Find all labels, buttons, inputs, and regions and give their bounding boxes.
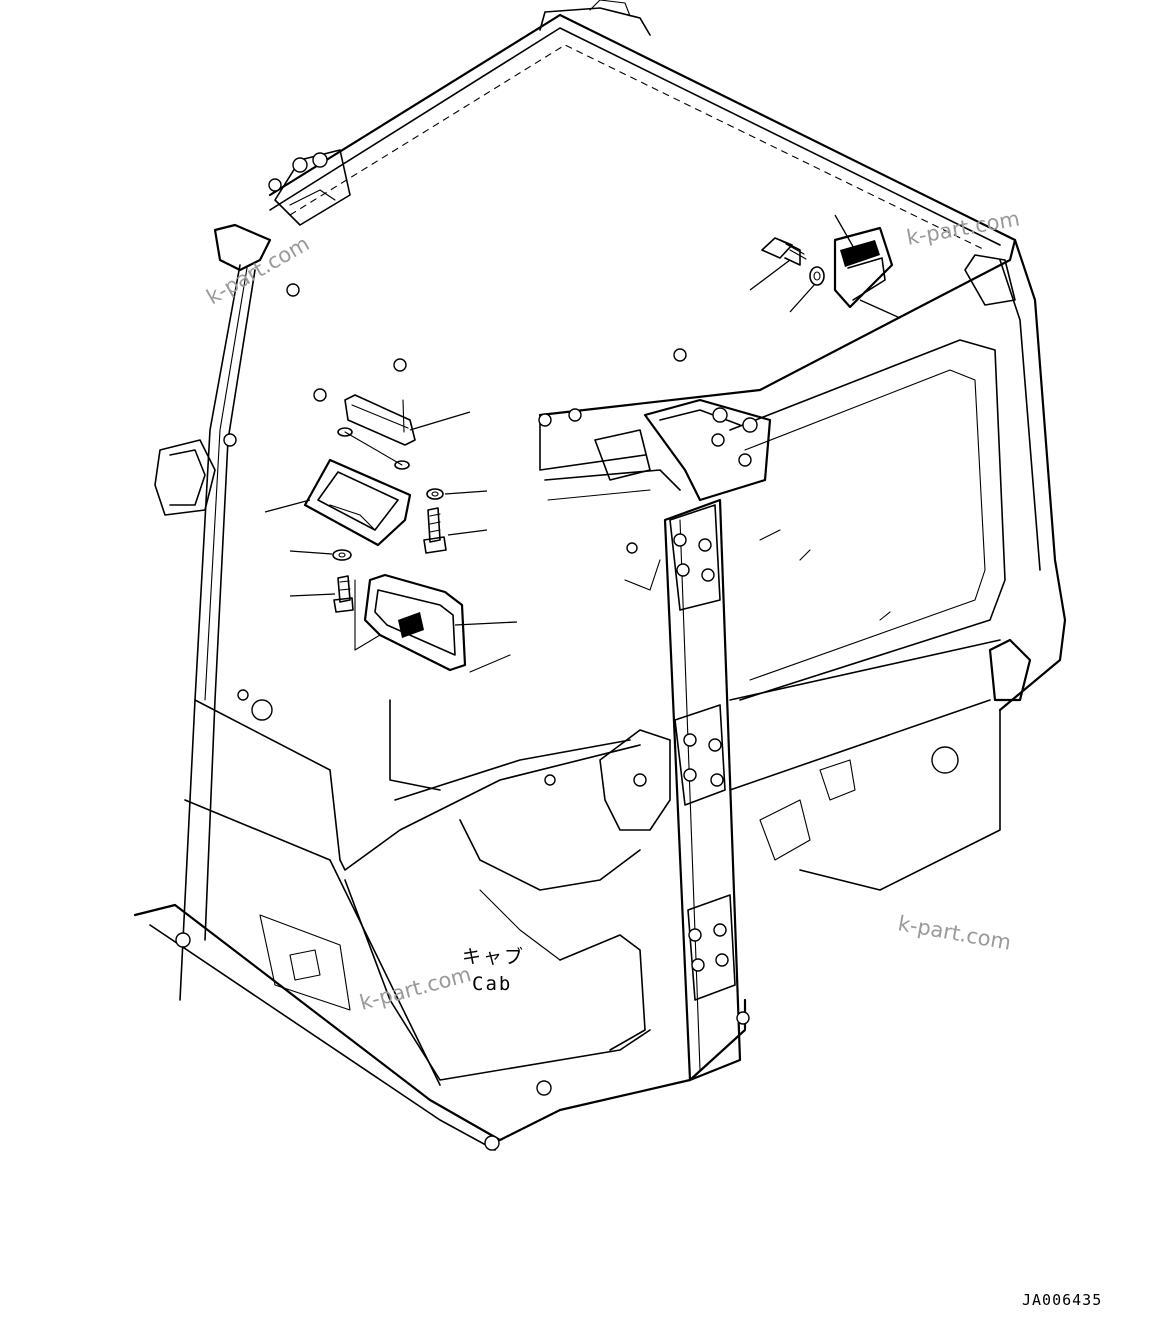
leader-bolt-right	[447, 529, 488, 536]
watermark: k-part.com	[905, 206, 1022, 249]
socket-bolt-group	[749, 214, 901, 319]
leader-bolt	[749, 259, 791, 291]
leader-bracket	[264, 499, 311, 513]
leader-bolt-left	[289, 593, 336, 597]
top-beams	[313, 348, 687, 554]
cab-label-jp: キャブ	[462, 945, 525, 968]
drawing-code: JA006435	[1022, 1291, 1102, 1309]
roof-panel	[268, 0, 1017, 417]
leader-socket-base	[859, 299, 901, 319]
leader-lamp	[454, 621, 518, 626]
leader-bracket-plate	[409, 411, 471, 431]
door-opening	[339, 559, 671, 1051]
watermark: k-part.com	[203, 231, 314, 309]
watermark: k-part.com	[357, 962, 474, 1015]
rear-pillar	[643, 398, 772, 1082]
left-pillar	[154, 223, 300, 1001]
rear-window-opening	[729, 339, 1006, 701]
leader-washer-right	[444, 490, 488, 495]
floor-frame	[133, 689, 750, 1151]
leader-socket	[834, 214, 856, 251]
cab-label-en: Cab	[472, 973, 512, 995]
watermark: k-part.com	[896, 911, 1013, 954]
right-frame	[729, 238, 1067, 891]
light-bracket-group	[264, 394, 518, 673]
leader-washer-top	[789, 283, 816, 313]
leader-washer-left	[289, 550, 333, 555]
